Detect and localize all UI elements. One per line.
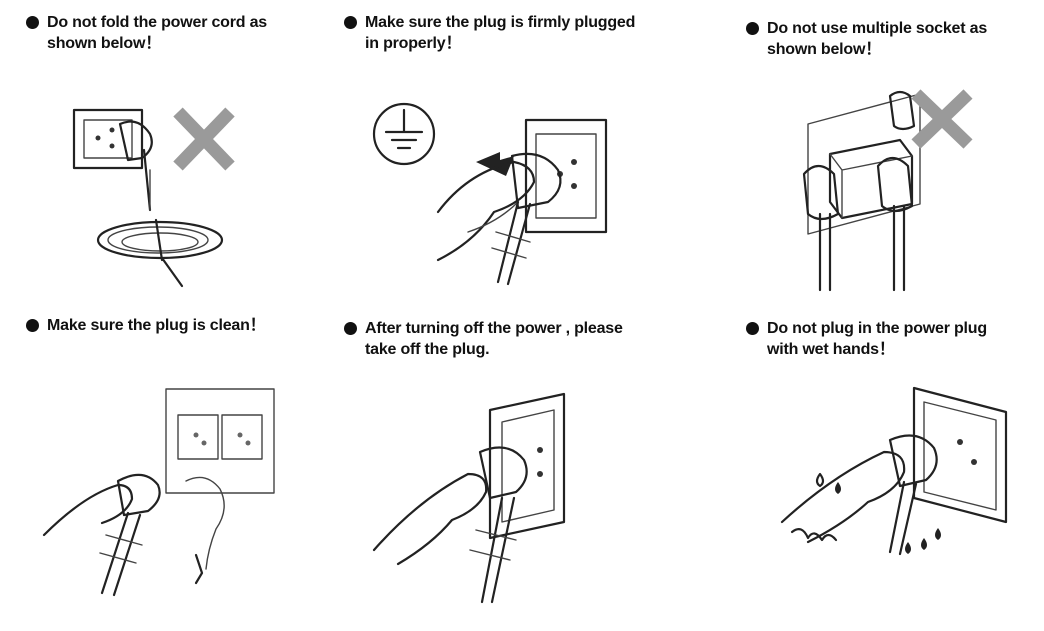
wall-socket-icon	[912, 386, 1008, 524]
caption: Make sure the plug is firmly plugged in …	[344, 12, 635, 54]
bullet-icon	[26, 16, 39, 29]
caption-line-1: Make sure the plug is firmly plugged	[365, 14, 636, 31]
wet-hands-illustration	[780, 386, 1008, 556]
caption-line-1: Do not plug in the power plug	[767, 320, 987, 337]
folded-cord-illustration	[72, 107, 235, 288]
plug-icon	[510, 152, 562, 210]
panel-wet-hands: Do not plug in the power plug with wet h…	[746, 318, 1044, 618]
hand-icon	[42, 483, 134, 537]
plug-icon	[118, 120, 153, 162]
caption: Make sure the plug is clean！	[26, 315, 266, 336]
panel-plug-firmly: Make sure the plug is firmly plugged in …	[344, 12, 674, 312]
panel-plug-clean: Make sure the plug is clean！	[26, 315, 356, 615]
bullet-icon	[344, 16, 357, 29]
caption: Do not plug in the power plug with wet h…	[746, 318, 987, 360]
bullet-icon	[746, 22, 759, 35]
wall-icon	[807, 93, 921, 235]
panel-unplug: After turning off the power , please tak…	[344, 318, 674, 618]
caption-line-2: take off the plug.	[365, 341, 490, 358]
multiple-socket-illustration	[802, 89, 973, 292]
cleaning-hand-icon	[185, 476, 225, 570]
clean-plug-illustration	[42, 388, 275, 597]
caption-line-2: with wet hands！	[767, 341, 895, 358]
bullet-icon	[746, 322, 759, 335]
bullet-icon	[26, 319, 39, 332]
coiled-cord-icon	[96, 220, 224, 260]
earth-symbol-icon	[372, 102, 436, 166]
wall-socket-icon	[524, 118, 608, 234]
plug-icon	[888, 434, 938, 488]
plug-left-icon	[802, 164, 840, 221]
caption-line-2: in properly！	[365, 35, 462, 52]
caption-line-1: After turning off the power , please	[365, 320, 623, 337]
cross-mark-icon	[173, 107, 235, 171]
plug-firmly-illustration	[372, 102, 608, 286]
caption: Do not fold the power cord as shown belo…	[26, 12, 267, 54]
hand-icon	[436, 160, 536, 262]
caption-line-1: Do not fold the power cord as	[47, 14, 267, 31]
push-arrow-icon	[476, 152, 514, 176]
water-drops-icon	[815, 472, 941, 554]
caption-line-1: Make sure the plug is clean！	[47, 317, 266, 334]
caption-line-2: shown below！	[767, 41, 882, 58]
wall-socket-icon	[165, 388, 275, 494]
plug-top-icon	[888, 90, 916, 131]
panel-multi-socket: Do not use multiple socket as shown belo…	[746, 18, 1044, 318]
cross-mark-icon	[911, 89, 973, 149]
caption: Do not use multiple socket as shown belo…	[746, 18, 987, 60]
wet-hand-icon	[780, 450, 906, 544]
bullet-icon	[344, 322, 357, 335]
plug-right-icon	[876, 156, 914, 213]
hand-icon	[372, 472, 488, 566]
caption: After turning off the power , please tak…	[344, 318, 623, 360]
caption-line-2: shown below！	[47, 35, 162, 52]
plug-icon	[116, 473, 161, 517]
unplug-illustration	[372, 392, 566, 604]
panel-fold-cord: Do not fold the power cord as shown belo…	[26, 12, 356, 312]
wall-socket-icon	[72, 108, 144, 170]
caption-line-1: Do not use multiple socket as	[767, 20, 988, 37]
plug-icon	[478, 446, 528, 500]
